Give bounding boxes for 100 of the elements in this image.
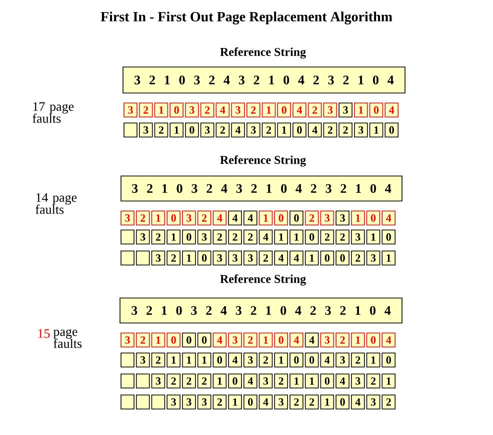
page-cell: 4 [212,332,227,348]
page-cell: 4 [216,102,230,118]
page-cell: 0 [292,122,306,138]
page-cell: 0 [320,250,334,266]
page-cell: 2 [243,230,258,244]
page-cell: 2 [197,210,212,226]
page-cell: 3 [351,374,365,388]
empty-cell [120,230,134,244]
page-cell: 3 [320,210,334,226]
page-cell: 1 [369,122,384,138]
page-cell: 1 [182,352,196,368]
page-cell: 1 [182,250,196,266]
page-cell: 0 [336,394,350,410]
page-cell: 2 [212,394,227,410]
page-cell: 1 [154,102,168,118]
page-cell: 3 [354,122,368,138]
page-cell: 0 [382,352,396,368]
page-cell: 4 [382,210,396,226]
page-cell: 1 [262,102,276,118]
page-cell: 0 [274,332,288,348]
page-cell: 2 [304,210,319,226]
page-cell: 1 [366,230,380,244]
page-cell: 3 [366,250,380,266]
page-cell: 0 [170,102,184,118]
page-cell: 1 [277,122,291,138]
page-cell: 3 [243,250,258,266]
page-cell: 1 [304,250,319,266]
page-cell: 4 [258,394,273,410]
page-cell: 1 [351,210,365,226]
page-cell: 3 [166,394,180,410]
page-cell: 2 [136,332,150,348]
page-cell: 2 [336,332,350,348]
empty-cell [120,374,134,388]
page-cell: 0 [212,352,227,368]
page-cell: 2 [258,352,273,368]
page-cell: 1 [258,210,273,226]
empty-cell [136,394,150,410]
page-cell: 3 [197,394,212,410]
page-cell: 1 [166,352,180,368]
page-cell: 2 [228,230,242,244]
page-cell: 4 [290,250,304,266]
page-cell: 0 [304,352,319,368]
fault-count: 17 page faults [32,102,74,123]
page-cell: 3 [200,122,214,138]
fault-count: page faults [53,329,82,348]
page-cell: 0 [197,332,212,348]
heading: Reference String [220,155,306,167]
page-cell: 2 [212,230,227,244]
page-cell: 0 [369,102,384,118]
page-cell: 1 [274,230,288,244]
page-cell: 0 [290,210,304,226]
page-cell: 3 [228,250,242,266]
page-cell: 0 [228,374,242,388]
page-cell: 2 [338,122,352,138]
fault-count: 15 [38,329,50,338]
page-cell: 3 [231,102,245,118]
page-cell: 4 [384,102,399,118]
page-cell: 1 [197,352,212,368]
page-cell: 1 [151,332,166,348]
reference-string-box: 3 2 1 0 3 2 4 3 2 1 0 4 2 3 2 1 0 4 [122,66,406,94]
empty-cell [151,394,166,410]
title: First In - First Out Page Replacement Algorithm [100,12,392,24]
page-cell: 3 [323,102,338,118]
page-cell: 3 [182,210,196,226]
page-cell: 1 [382,374,396,388]
empty-cell [120,250,134,266]
page-cell: 3 [151,250,166,266]
page-cell: 1 [170,122,184,138]
page-cell: 0 [243,394,258,410]
page-cell: 2 [166,374,180,388]
page-cell: 3 [136,230,150,244]
page-cell: 3 [138,122,153,138]
page-cell: 3 [246,122,260,138]
page-cell: 3 [351,230,365,244]
page-cell: 1 [228,394,242,410]
empty-cell [136,374,150,388]
page-cell: 4 [212,210,227,226]
page-cell: 2 [351,250,365,266]
page-cell: 4 [243,210,258,226]
page-cell: 3 [366,394,380,410]
page-cell: 2 [154,122,168,138]
page-cell: 1 [351,332,365,348]
page-cell: 3 [136,352,150,368]
page-cell: 3 [151,374,166,388]
page-cell: 3 [243,352,258,368]
page-cell: 2 [200,102,214,118]
page-cell: 0 [166,210,180,226]
page-cell: 2 [366,374,380,388]
page-cell: 0 [336,250,350,266]
page-cell: 3 [182,394,196,410]
page-cell: 2 [258,250,273,266]
page-cell: 0 [274,210,288,226]
page-cell: 0 [320,374,334,388]
page-cell: 4 [351,394,365,410]
page-cell: 3 [274,394,288,410]
empty-cell [120,394,134,410]
page-cell: 4 [320,352,334,368]
page-cell: 4 [304,332,319,348]
reference-string-box: 3 2 1 0 3 2 4 3 2 1 0 4 2 3 2 1 0 4 [120,176,402,202]
page-cell: 3 [120,332,134,348]
